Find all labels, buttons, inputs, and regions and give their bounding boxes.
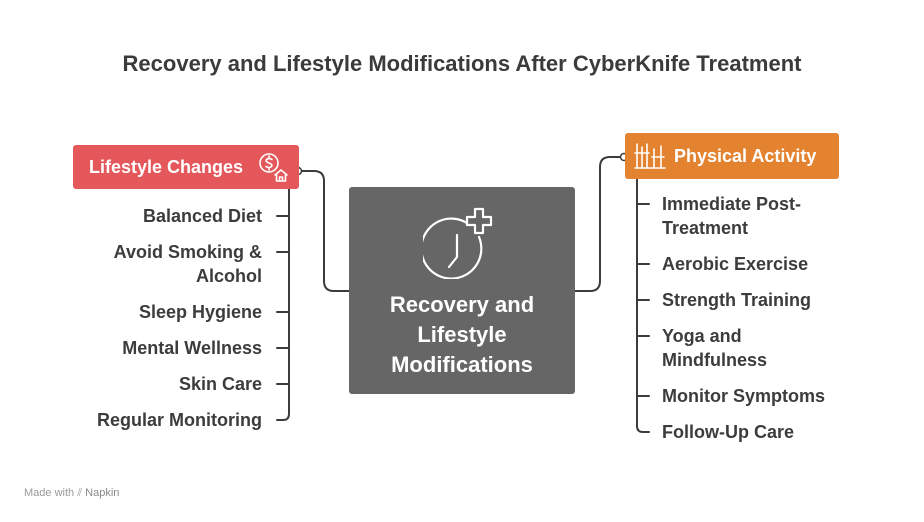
center-label: Recovery and Lifestyle Modifications: [389, 292, 535, 377]
right-item-strength-training: Strength Training: [662, 290, 812, 310]
right-spine: [636, 178, 650, 433]
made-with-label: Made with: [24, 487, 75, 499]
right-item-aerobic-exercise: Aerobic Exercise: [662, 254, 809, 274]
right-item-follow-up-care: Follow-Up Care: [662, 422, 795, 442]
clock-plus-icon: [423, 207, 493, 279]
money-house-icon: [259, 153, 288, 182]
left-item-balanced-diet: Balanced Diet: [142, 206, 262, 226]
napkin-brand: Napkin: [85, 487, 120, 499]
left-spine: [276, 170, 290, 421]
right-connector: [574, 156, 626, 292]
right-item-monitor-symptoms: Monitor Symptoms: [662, 386, 826, 406]
made-with-napkin-credit[interactable]: Made with ⫽ Napkin: [24, 487, 119, 500]
left-item-sleep-hygiene: Sleep Hygiene: [138, 302, 262, 322]
physical-activity-header: Physical Activity: [625, 133, 839, 179]
left-item-avoid-smoking: Avoid Smoking & Alcohol: [113, 242, 262, 286]
left-item-skin-care: Skin Care: [178, 374, 262, 394]
left-item-regular-monitoring: Regular Monitoring: [97, 410, 262, 430]
napkin-logo-icon: ⫽: [77, 487, 83, 499]
lifestyle-changes-label: Lifestyle Changes: [89, 157, 244, 177]
left-connector: [298, 170, 350, 292]
diagram-title: Recovery and Lifestyle Modifications Aft…: [122, 51, 802, 76]
fitness-bars-icon: [634, 143, 666, 169]
physical-activity-label: Physical Activity: [674, 146, 817, 166]
left-item-mental-wellness: Mental Wellness: [122, 338, 262, 358]
right-item-yoga-mindfulness: Yoga and Mindfulness: [662, 326, 768, 370]
right-item-immediate-post-treatment: Immediate Post- Treatment: [662, 194, 802, 238]
center-node: Recovery and Lifestyle Modifications: [349, 187, 575, 394]
lifestyle-changes-header: Lifestyle Changes: [73, 145, 299, 189]
